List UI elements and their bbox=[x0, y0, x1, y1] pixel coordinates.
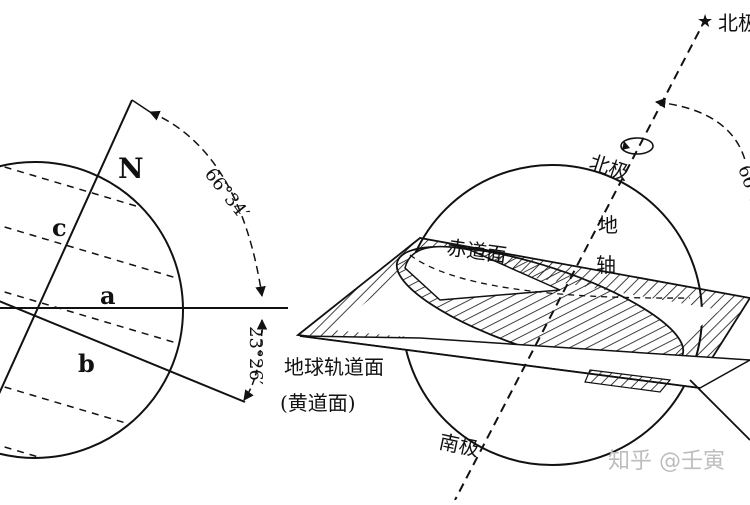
left-globe bbox=[0, 161, 184, 459]
axis-top-tick bbox=[131, 99, 151, 113]
latitude-line bbox=[0, 189, 183, 286]
north-label: N bbox=[118, 152, 144, 185]
left-equator-line bbox=[0, 300, 246, 403]
ecliptic-label: (黄道面) bbox=[280, 391, 356, 415]
equator-plane-cap bbox=[404, 245, 561, 301]
earth-axis-label-zhou: 轴 bbox=[596, 253, 616, 277]
orbit-plane-lower-hatch bbox=[584, 369, 672, 393]
earth-axis-label-di: 地 bbox=[598, 213, 618, 237]
right-angle-arc bbox=[654, 97, 746, 161]
orbit-plane-label: 地球轨道面 bbox=[284, 355, 384, 379]
north-star-icon: ★ bbox=[697, 11, 713, 32]
region-a-label: a bbox=[100, 281, 116, 310]
north-pole-label: 北极 bbox=[586, 150, 631, 185]
latitude-line bbox=[0, 409, 183, 458]
orbit-projection-line bbox=[689, 379, 750, 441]
north-star-label: 北极 bbox=[718, 11, 750, 35]
angle-upper-label: 66°34′ bbox=[200, 164, 253, 223]
rotation-arrow-icon bbox=[620, 137, 654, 155]
hidden-orbit-edge bbox=[409, 254, 691, 299]
watermark: 知乎 @壬寅 bbox=[608, 449, 725, 474]
left-globe-group: N c a b 66°34′ 23°26′ bbox=[0, 99, 288, 459]
right-angle-label: 66°34′ bbox=[733, 163, 750, 226]
angle-arc-upper bbox=[149, 110, 266, 298]
left-earth-axis bbox=[0, 99, 133, 395]
latitude-line bbox=[0, 349, 183, 446]
latitude-lines bbox=[0, 162, 183, 458]
rotation-arrowhead bbox=[622, 141, 630, 150]
angle-arc-lower bbox=[243, 318, 268, 401]
region-c-label: c bbox=[52, 213, 67, 242]
latitude-line bbox=[0, 254, 183, 351]
right-globe-group: ★ 北极 66°34′ 北极 地 轴 赤道面 地球轨道面 (黄道面) 南极 知乎… bbox=[280, 11, 750, 501]
region-b-label: b bbox=[78, 349, 95, 378]
south-pole-label: 南极 bbox=[437, 429, 481, 461]
angle-lower-label: 23°26′ bbox=[245, 326, 266, 385]
